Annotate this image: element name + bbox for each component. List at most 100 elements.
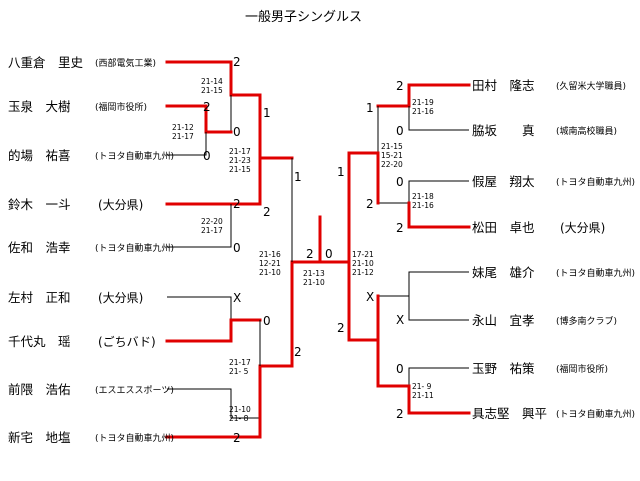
left-line-p1-win xyxy=(165,60,262,97)
right-player-5-affiliation: (トヨタ自動車九州) xyxy=(556,267,635,279)
left-line-p4-to-qf xyxy=(229,156,262,206)
left-line-p3 xyxy=(167,132,207,156)
left-player-7-name: 千代丸 瑶 xyxy=(8,334,71,349)
left-score-s3-g1: 21-17 xyxy=(229,147,251,156)
right-player-4-name: 松田 卓也 xyxy=(472,220,535,235)
right-score-s3-g2: 15-21 xyxy=(381,151,403,160)
right-line-p7 xyxy=(408,367,469,386)
game-scores: 21-14 21-15 21-12 21-17 21-17 21-23 21-1… xyxy=(172,77,434,423)
left-score-s6-g2: 21- 5 xyxy=(229,367,249,376)
left-players: 八重倉 里史 (西部電気工業) 玉泉 大樹 (福岡市役所) 的場 祐喜 (トヨタ… xyxy=(8,55,174,445)
right-score-s5-g2: 21-10 xyxy=(352,259,374,268)
left-score-s4-g1: 22-20 xyxy=(201,217,223,226)
left-score-s3-g2: 21-23 xyxy=(229,156,251,165)
left-player-6-name: 左村 正和 xyxy=(8,290,71,305)
left-result-sf-bottom: 2 xyxy=(294,345,302,359)
left-player-9-name: 新宅 地塩 xyxy=(8,430,71,445)
left-score-s5-g1: 21-16 xyxy=(259,250,281,259)
left-results: 2 2 0 0 2 0 X 0 2 1 2 1 2 xyxy=(203,55,302,445)
left-player-3-affiliation: (トヨタ自動車九州) xyxy=(95,150,174,162)
final-results: 2 0 xyxy=(306,247,333,261)
left-line-p5 xyxy=(167,204,232,248)
left-result-qf-top: 1 xyxy=(263,106,271,120)
right-score-s5-g1: 17-21 xyxy=(352,250,374,259)
right-results: 2 0 0 2 X X 0 2 1 2 1 2 xyxy=(337,79,404,421)
left-result-p1: 2 xyxy=(233,55,241,69)
left-result-p9: 2 xyxy=(233,431,241,445)
left-result-sf-top: 1 xyxy=(294,170,302,184)
right-result-p4: 2 xyxy=(396,221,404,235)
left-bracket-lines xyxy=(165,60,322,439)
left-score-s2-g2: 21-17 xyxy=(172,132,194,141)
right-player-5-name: 妹尾 雄介 xyxy=(472,265,535,280)
left-player-2-name: 玉泉 大樹 xyxy=(8,99,71,114)
right-result-qf-bottom: 2 xyxy=(366,197,374,211)
left-result-m1-top: 2 xyxy=(203,100,211,114)
right-player-6-affiliation: (博多南クラブ) xyxy=(556,315,617,327)
right-player-7-affiliation: (福岡市役所) xyxy=(556,363,608,375)
left-line-p8 xyxy=(167,388,260,419)
right-bracket-lines xyxy=(318,83,471,415)
right-result-qf-top: 1 xyxy=(366,101,374,115)
left-result-p6: X xyxy=(233,291,241,305)
left-player-4-affiliation: (大分県) xyxy=(98,198,143,212)
left-score-s4-g2: 21-17 xyxy=(201,226,223,235)
left-score-s3-g3: 21-15 xyxy=(229,165,251,174)
left-score-s2-g1: 21-12 xyxy=(172,123,194,132)
left-score-s5-g2: 12-21 xyxy=(259,259,281,268)
right-result-p2: 0 xyxy=(396,124,404,138)
right-result-p5: X xyxy=(366,290,374,304)
left-score-s1-g1: 21-14 xyxy=(201,77,223,86)
right-line-p1-win xyxy=(376,83,471,108)
right-score-s1-g1: 21-19 xyxy=(412,98,434,107)
left-result-m1-bottom: 0 xyxy=(233,125,241,139)
right-score-s1-g2: 21-16 xyxy=(412,107,434,116)
right-line-p6 xyxy=(408,296,469,321)
right-player-1-name: 田村 隆志 xyxy=(472,78,535,93)
left-player-8-name: 前隈 浩佑 xyxy=(8,382,71,397)
right-result-sf-top: 1 xyxy=(337,165,345,179)
left-score-s5-g3: 21-10 xyxy=(259,268,281,277)
left-player-6-affiliation: (大分県) xyxy=(98,291,143,305)
left-result-p5: 0 xyxy=(233,241,241,255)
left-line-qf-upper xyxy=(258,93,294,160)
left-player-1-affiliation: (西部電気工業) xyxy=(95,57,156,69)
left-line-p2-win xyxy=(165,104,233,134)
right-line-p8-win xyxy=(376,384,471,415)
left-player-4-name: 鈴木 一斗 xyxy=(8,197,71,212)
left-line-p7-win xyxy=(165,318,262,343)
right-score-s4-g2: 21-11 xyxy=(412,391,434,400)
right-score-s5-g3: 21-12 xyxy=(352,268,374,277)
left-score-s7-g2: 21- 8 xyxy=(229,414,249,423)
right-line-qf-winner xyxy=(347,151,380,205)
right-score-s3-g3: 22-20 xyxy=(381,160,403,169)
right-player-7-name: 玉野 祐策 xyxy=(472,361,535,376)
right-player-2-affiliation: (城南高校職員) xyxy=(556,125,617,137)
final-score-g2: 21-10 xyxy=(303,278,325,287)
right-player-1-affiliation: (久留米大学職員) xyxy=(556,80,626,92)
bracket-title: 一般男子シングルス xyxy=(245,9,362,25)
left-result-qf-bottom: 2 xyxy=(263,205,271,219)
right-player-2-name: 脇坂 真 xyxy=(472,123,535,138)
right-line-p2 xyxy=(408,106,469,131)
right-player-3-name: 假屋 翔太 xyxy=(472,174,535,189)
left-player-2-affiliation: (福岡市役所) xyxy=(95,101,147,113)
left-player-5-name: 佐和 浩幸 xyxy=(8,240,71,255)
right-line-p3 xyxy=(378,180,469,204)
right-player-6-name: 永山 宜孝 xyxy=(472,313,535,328)
right-player-4-affiliation: (大分県) xyxy=(560,221,605,235)
final-result-left: 2 xyxy=(306,247,314,261)
right-players: 田村 隆志 (久留米大学職員) 脇坂 真 (城南高校職員) 假屋 翔太 (トヨタ… xyxy=(472,78,635,421)
left-score-s7-g1: 21-10 xyxy=(229,405,251,414)
left-line-qf-lower xyxy=(258,364,294,420)
right-player-8-affiliation: (トヨタ自動車九州) xyxy=(556,408,635,420)
left-line-p6 xyxy=(167,296,232,320)
right-player-3-affiliation: (トヨタ自動車九州) xyxy=(556,176,635,188)
right-result-p1: 2 xyxy=(396,79,404,93)
left-result-m7-top: 0 xyxy=(263,314,271,328)
right-result-p8: 2 xyxy=(396,407,404,421)
right-result-p3: 0 xyxy=(396,175,404,189)
right-line-p4-win xyxy=(407,201,471,229)
left-player-5-affiliation: (トヨタ自動車九州) xyxy=(95,242,174,254)
final-result-right: 0 xyxy=(325,247,333,261)
